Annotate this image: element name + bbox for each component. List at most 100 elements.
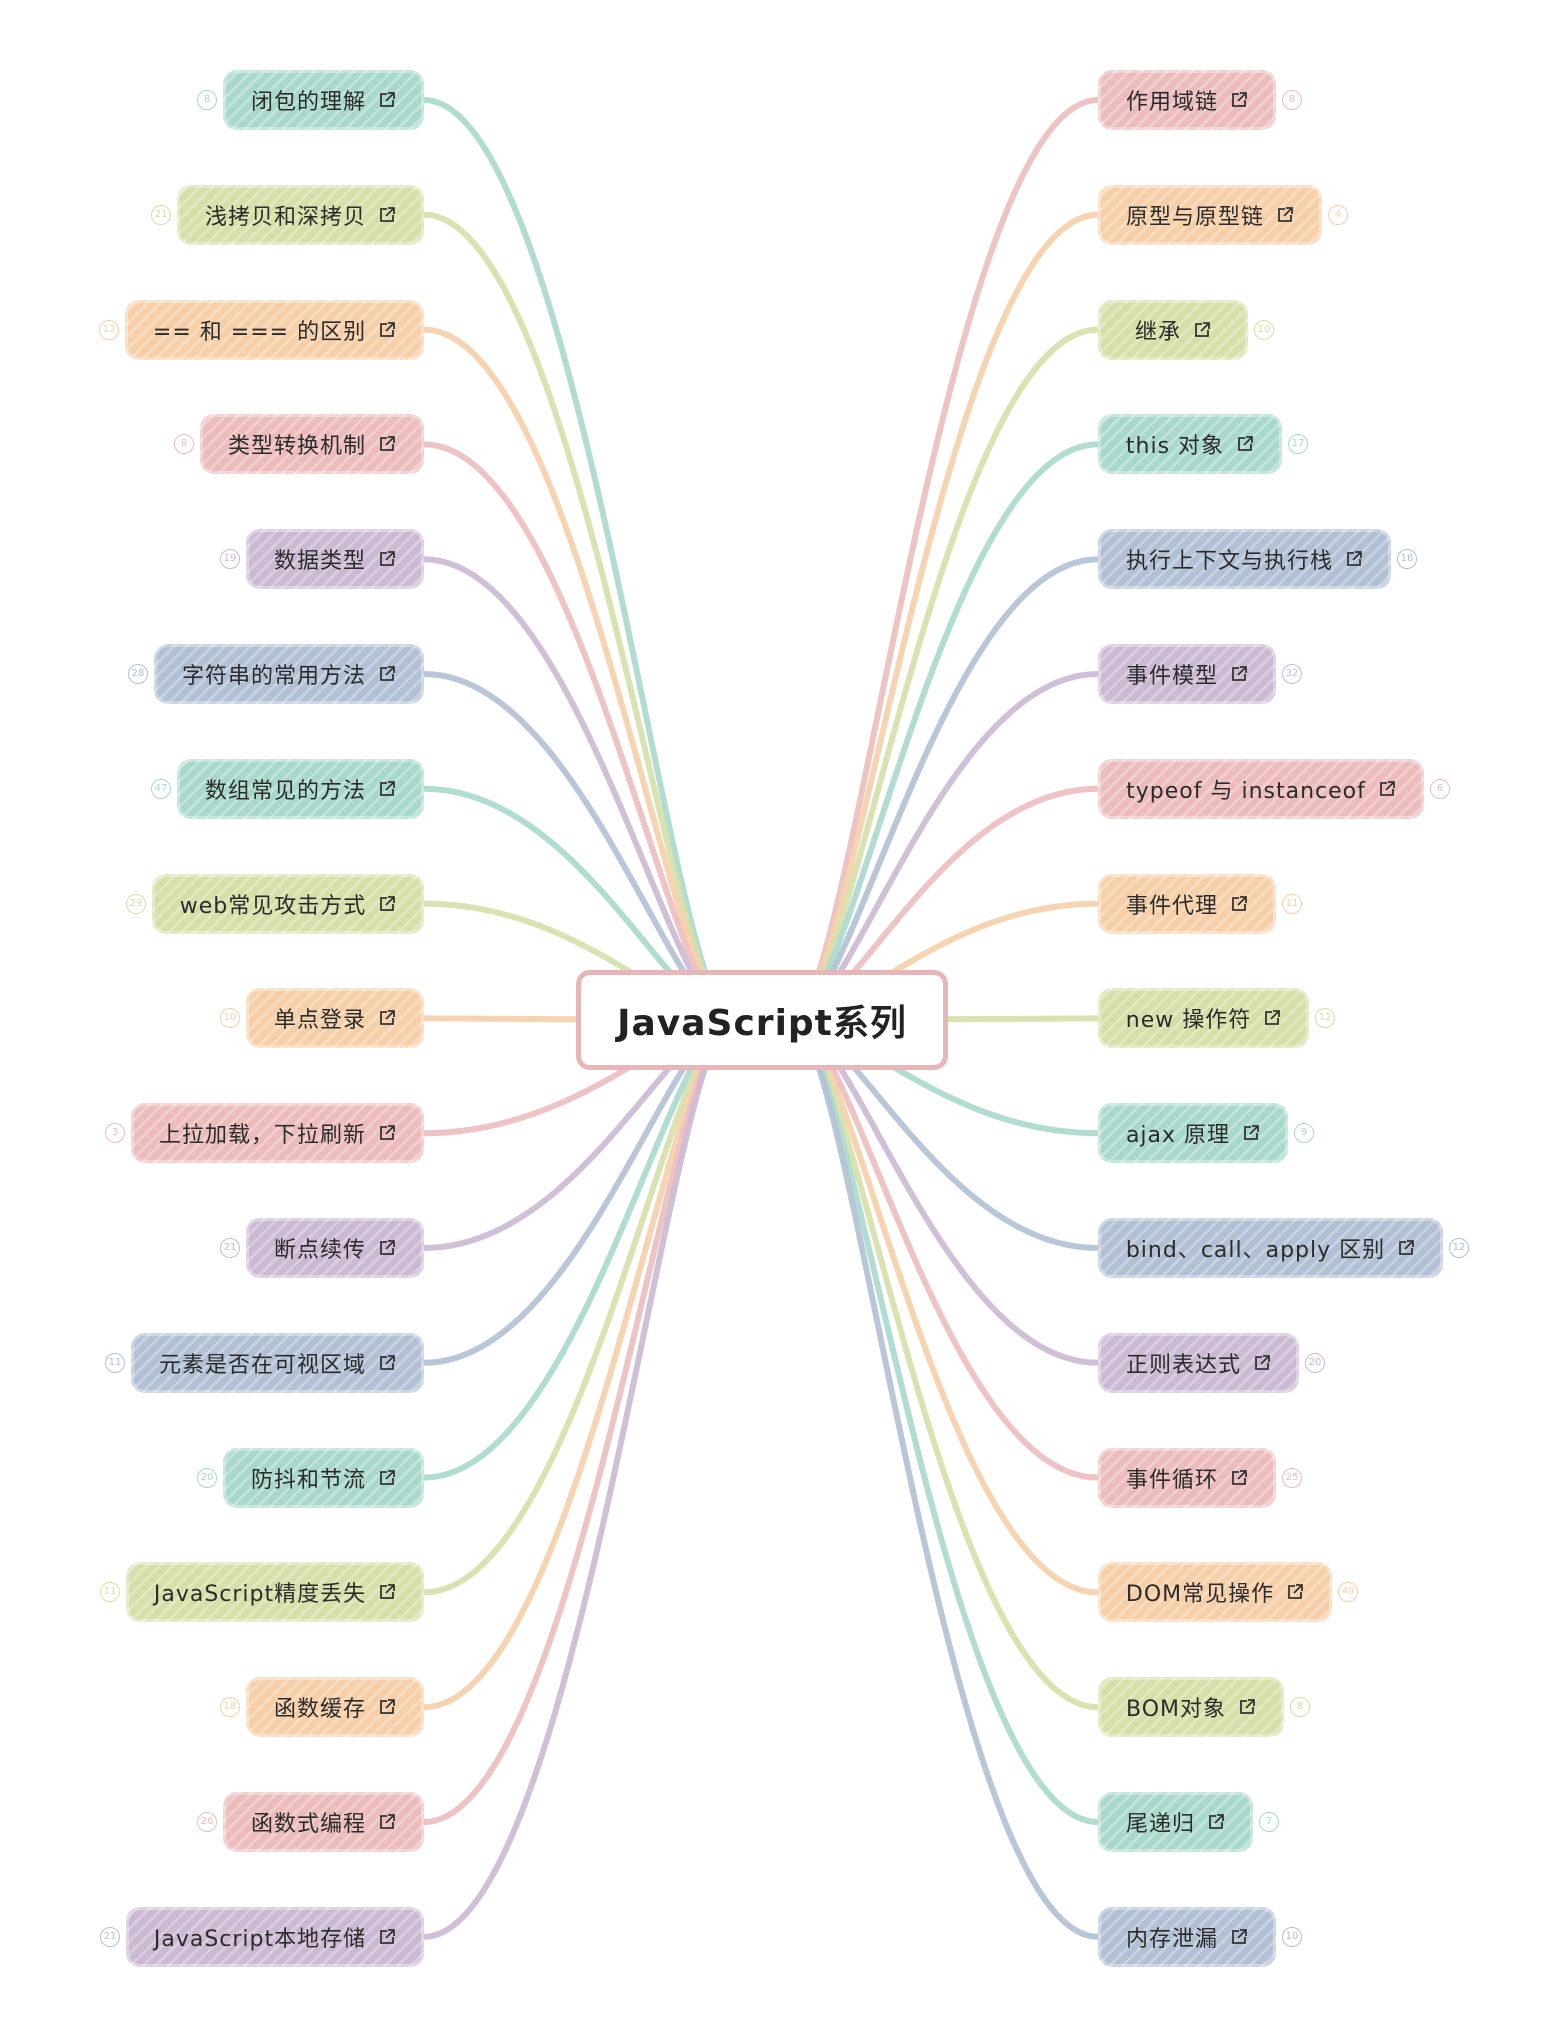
- child-count-badge[interactable]: 12: [99, 319, 119, 340]
- topic-node[interactable]: 数据类型: [246, 529, 424, 590]
- topic-node[interactable]: 数组常见的方法: [177, 758, 424, 819]
- external-link-icon[interactable]: [1193, 321, 1211, 339]
- child-count-badge[interactable]: 12: [1449, 1238, 1469, 1258]
- external-link-icon[interactable]: [378, 435, 396, 453]
- child-count-badge[interactable]: 21: [220, 1238, 240, 1258]
- external-link-icon[interactable]: [378, 665, 396, 683]
- topic-node[interactable]: 函数缓存: [246, 1677, 424, 1738]
- child-count-badge[interactable]: 11: [1282, 893, 1302, 914]
- topic-node[interactable]: DOM常见操作: [1098, 1562, 1332, 1623]
- topic-node[interactable]: 内存泄漏: [1098, 1906, 1276, 1967]
- topic-node[interactable]: 字符串的常用方法: [154, 644, 424, 704]
- child-count-badge[interactable]: 12: [1315, 1008, 1335, 1029]
- child-count-badge[interactable]: 8: [197, 90, 217, 110]
- child-count-badge[interactable]: 11: [105, 1352, 125, 1373]
- external-link-icon[interactable]: [378, 206, 396, 224]
- child-count-badge[interactable]: 8: [1282, 90, 1302, 110]
- external-link-icon[interactable]: [378, 1239, 396, 1257]
- external-link-icon[interactable]: [378, 91, 396, 109]
- child-count-badge[interactable]: 21: [151, 204, 171, 225]
- external-link-icon[interactable]: [1238, 1698, 1256, 1716]
- external-link-icon[interactable]: [1263, 1009, 1281, 1027]
- topic-node[interactable]: 上拉加载，下拉刷新: [131, 1103, 424, 1164]
- external-link-icon[interactable]: [1253, 1354, 1271, 1372]
- topic-node[interactable]: 作用域链: [1098, 70, 1276, 130]
- external-link-icon[interactable]: [1230, 1928, 1248, 1946]
- external-link-icon[interactable]: [378, 895, 396, 913]
- topic-node[interactable]: new 操作符: [1098, 988, 1309, 1049]
- topic-node[interactable]: web常见攻击方式: [152, 873, 424, 934]
- child-count-badge[interactable]: 10: [1254, 319, 1274, 340]
- child-count-badge[interactable]: 7: [1259, 1812, 1279, 1832]
- topic-node[interactable]: 事件代理: [1098, 873, 1276, 934]
- child-count-badge[interactable]: 20: [1305, 1352, 1325, 1373]
- external-link-icon[interactable]: [378, 1354, 396, 1372]
- topic-node[interactable]: this 对象: [1098, 414, 1282, 475]
- external-link-icon[interactable]: [378, 1469, 396, 1487]
- child-count-badge[interactable]: 21: [100, 1926, 120, 1947]
- topic-node[interactable]: 事件循环: [1098, 1447, 1276, 1508]
- central-topic[interactable]: JavaScript系列: [576, 970, 948, 1070]
- topic-node[interactable]: 执行上下文与执行栈: [1098, 529, 1391, 590]
- child-count-badge[interactable]: 6: [1430, 778, 1450, 799]
- external-link-icon[interactable]: [378, 780, 396, 798]
- external-link-icon[interactable]: [1207, 1813, 1225, 1831]
- external-link-icon[interactable]: [1230, 91, 1248, 109]
- topic-node[interactable]: 继承: [1098, 299, 1248, 360]
- child-count-badge[interactable]: 10: [220, 1008, 240, 1029]
- child-count-badge[interactable]: 10: [1282, 1926, 1302, 1947]
- topic-node[interactable]: 单点登录: [246, 988, 424, 1049]
- external-link-icon[interactable]: [1230, 665, 1248, 683]
- external-link-icon[interactable]: [378, 1583, 396, 1601]
- external-link-icon[interactable]: [1242, 1124, 1260, 1142]
- topic-node[interactable]: 类型转换机制: [200, 414, 424, 475]
- topic-node[interactable]: 函数式编程: [223, 1792, 424, 1852]
- topic-node[interactable]: BOM对象: [1098, 1677, 1284, 1738]
- child-count-badge[interactable]: 28: [128, 664, 148, 684]
- topic-node[interactable]: 正则表达式: [1098, 1332, 1299, 1393]
- child-count-badge[interactable]: 9: [1294, 1123, 1314, 1144]
- child-count-badge[interactable]: 25: [1282, 1467, 1302, 1488]
- topic-node[interactable]: 断点续传: [246, 1218, 424, 1278]
- topic-node[interactable]: ajax 原理: [1098, 1103, 1288, 1164]
- external-link-icon[interactable]: [1345, 550, 1363, 568]
- child-count-badge[interactable]: 16: [1397, 549, 1417, 570]
- external-link-icon[interactable]: [378, 1698, 396, 1716]
- external-link-icon[interactable]: [1286, 1583, 1304, 1601]
- external-link-icon[interactable]: [378, 1928, 396, 1946]
- child-count-badge[interactable]: 49: [1338, 1582, 1358, 1603]
- child-count-badge[interactable]: 18: [220, 1697, 240, 1718]
- external-link-icon[interactable]: [1378, 780, 1396, 798]
- external-link-icon[interactable]: [1230, 1469, 1248, 1487]
- external-link-icon[interactable]: [1397, 1239, 1415, 1257]
- child-count-badge[interactable]: 17: [1288, 434, 1308, 455]
- child-count-badge[interactable]: 26: [197, 1812, 217, 1832]
- external-link-icon[interactable]: [378, 550, 396, 568]
- topic-node[interactable]: typeof 与 instanceof: [1098, 758, 1424, 819]
- child-count-badge[interactable]: 19: [220, 549, 240, 570]
- topic-node[interactable]: JavaScript精度丢失: [126, 1562, 424, 1623]
- topic-node[interactable]: 尾递归: [1098, 1792, 1253, 1852]
- child-count-badge[interactable]: 3: [105, 1123, 125, 1144]
- topic-node[interactable]: == 和 === 的区别: [125, 299, 424, 360]
- child-count-badge[interactable]: 4: [1328, 204, 1348, 225]
- external-link-icon[interactable]: [378, 1009, 396, 1027]
- child-count-badge[interactable]: 8: [1290, 1697, 1310, 1718]
- topic-node[interactable]: 闭包的理解: [223, 70, 424, 130]
- topic-node[interactable]: 防抖和节流: [223, 1447, 424, 1508]
- topic-node[interactable]: 事件模型: [1098, 644, 1276, 704]
- topic-node[interactable]: 浅拷贝和深拷贝: [177, 184, 424, 245]
- child-count-badge[interactable]: 20: [197, 1467, 217, 1488]
- topic-node[interactable]: 原型与原型链: [1098, 184, 1322, 245]
- external-link-icon[interactable]: [378, 1813, 396, 1831]
- topic-node[interactable]: bind、call、apply 区别: [1098, 1218, 1443, 1278]
- child-count-badge[interactable]: 47: [151, 778, 171, 799]
- external-link-icon[interactable]: [378, 1124, 396, 1142]
- child-count-badge[interactable]: 29: [126, 893, 146, 914]
- external-link-icon[interactable]: [1236, 435, 1254, 453]
- topic-node[interactable]: JavaScript本地存储: [126, 1906, 424, 1967]
- child-count-badge[interactable]: 32: [1282, 664, 1302, 684]
- external-link-icon[interactable]: [1230, 895, 1248, 913]
- child-count-badge[interactable]: 8: [174, 434, 194, 455]
- external-link-icon[interactable]: [1276, 206, 1294, 224]
